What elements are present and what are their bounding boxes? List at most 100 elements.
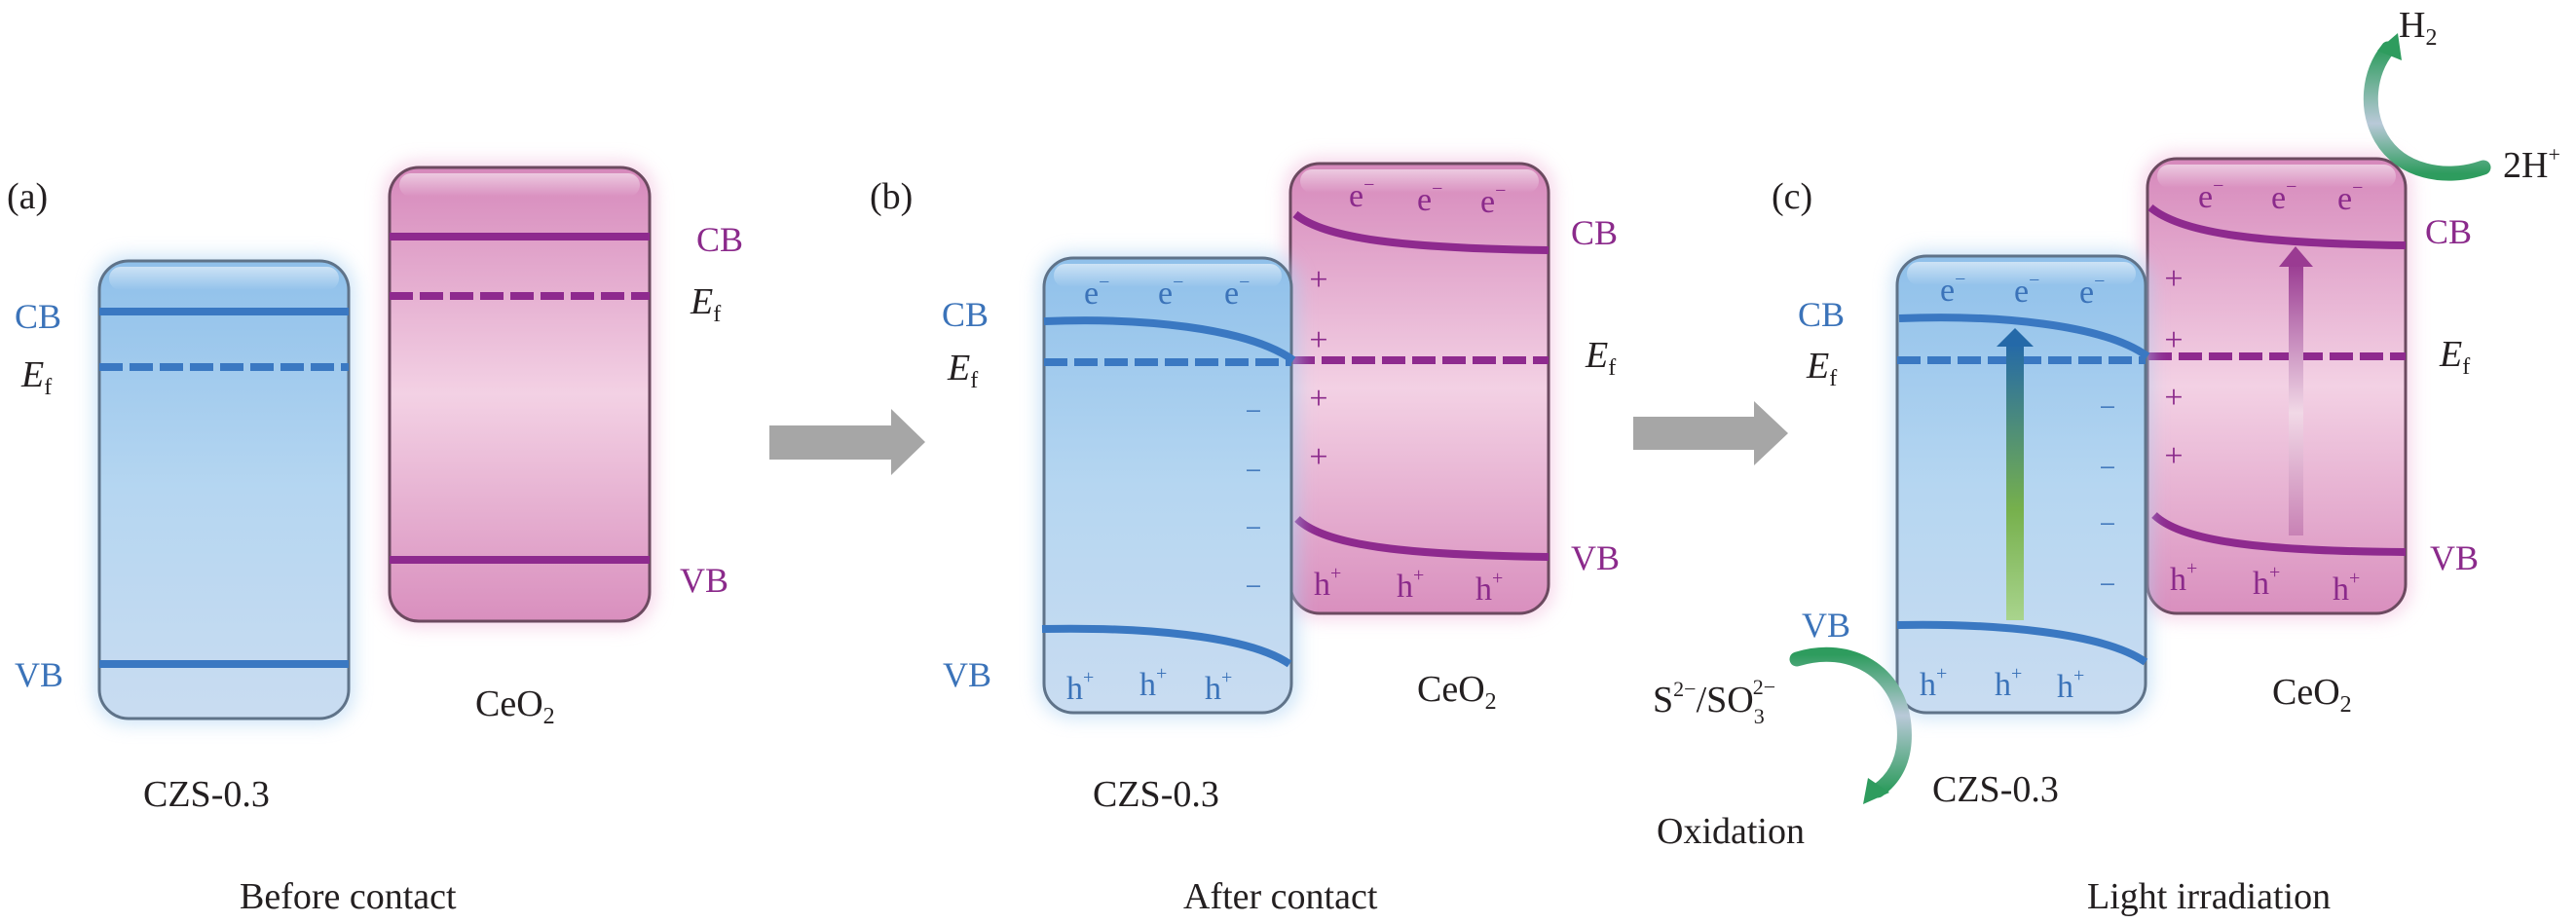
hole: h+ — [1920, 663, 1947, 703]
positive-charge: + — [2164, 438, 2183, 474]
hole: h+ — [1995, 663, 2022, 703]
hole: h+ — [1205, 667, 1232, 707]
czs-vb-label: VB — [1802, 606, 1850, 645]
panel-b: (b) e− e− e− h+ h+ h+ — [870, 158, 1620, 917]
ceo2-vb-curve — [1294, 516, 1549, 561]
hole: h+ — [2170, 558, 2197, 598]
czs-name: CZS-0.3 — [1932, 769, 2059, 810]
negative-charge: − — [2100, 569, 2116, 601]
electron: e− — [2079, 271, 2105, 311]
product-h2: H2 — [2399, 5, 2437, 51]
electron: e− — [1224, 272, 1250, 312]
electron: e− — [2337, 177, 2363, 217]
hole: h+ — [1397, 565, 1424, 605]
hole: h+ — [1314, 563, 1341, 603]
ceo2-box — [2142, 153, 2411, 619]
czs-fermi-label: Ef — [947, 348, 978, 393]
electron: e− — [1349, 174, 1374, 214]
czs-cb-label: CB — [1798, 295, 1845, 334]
reduction-reaction: H2 2H+ — [2363, 5, 2560, 186]
positive-charge: + — [2164, 322, 2183, 358]
negative-charge: − — [1246, 455, 1262, 487]
czs-box — [93, 255, 355, 724]
czs-vb-curve — [1041, 624, 1292, 668]
ceo2-fermi-label: Ef — [690, 281, 721, 327]
czs-electrons: e− e− e− — [1940, 269, 2105, 311]
electron: e− — [2014, 270, 2039, 310]
electron: e− — [2271, 176, 2296, 216]
czs-cb-label: CB — [15, 297, 61, 336]
czs-holes: h+ h+ h+ — [1066, 663, 1232, 707]
czs-name: CZS-0.3 — [143, 774, 270, 815]
czs-cb-label: CB — [942, 295, 989, 334]
panel-label: (a) — [7, 176, 48, 217]
ceo2-cb-label: CB — [2425, 212, 2472, 251]
czs-fermi-label: Ef — [20, 354, 52, 400]
curved-arrow-icon — [1789, 646, 1912, 798]
czs-box — [1891, 250, 2151, 719]
right-arrow-icon — [1633, 401, 1788, 465]
ceo2-box — [1285, 158, 1554, 619]
czs-interface-charges: − − − − — [2100, 391, 2116, 601]
czs-name: CZS-0.3 — [1093, 774, 1219, 815]
czs-holes: h+ h+ h+ — [1920, 663, 2084, 705]
ceo2-cb-curve — [1292, 210, 1549, 254]
ceo2-cb-curve — [2147, 203, 2407, 249]
czs-electrons: e− e− e− — [1084, 272, 1250, 312]
czs-fermi-label: Ef — [1806, 346, 1837, 391]
panel-a: (a) CB Ef VB CZS-0.3 CB Ef VB CeO2 Befor… — [7, 162, 743, 917]
ceo2-interface-charges: + + + + — [2164, 261, 2183, 474]
up-arrow-icon — [1997, 328, 2034, 620]
electron: e− — [1417, 178, 1442, 218]
oxidation-label: Oxidation — [1657, 811, 1805, 852]
ceo2-vb-label: VB — [680, 561, 728, 600]
ceo2-electrons: e− e− e− — [2198, 175, 2363, 217]
czs-vb-label: VB — [15, 655, 63, 694]
arrowhead-icon — [2377, 33, 2402, 60]
electron: e− — [1158, 272, 1183, 312]
hole: h+ — [2253, 562, 2280, 602]
hole: h+ — [1475, 568, 1503, 608]
positive-charge: + — [1309, 381, 1327, 417]
czs-box — [1038, 252, 1299, 719]
negative-charge: − — [2100, 508, 2116, 540]
ceo2-name: CeO2 — [475, 683, 555, 729]
ceo2-holes: h+ h+ h+ — [1314, 563, 1503, 608]
reactant-2h-plus: 2H+ — [2503, 142, 2560, 186]
positive-charge: + — [1309, 322, 1327, 358]
ceo2-fermi-label: Ef — [2439, 334, 2470, 380]
czs-cb-curve — [1043, 316, 1296, 364]
sacrificial-agent: S2−/SO32− — [1653, 675, 1775, 728]
czs-vb-curve — [1896, 620, 2148, 666]
up-arrow-icon — [2279, 246, 2313, 535]
panel-c: (c) — [1653, 5, 2560, 917]
ceo2-name: CeO2 — [2272, 672, 2352, 718]
oxidation-reaction: S2−/SO32− Oxidation — [1653, 646, 1912, 852]
hole: h+ — [1066, 667, 1094, 707]
right-arrow-icon — [769, 409, 925, 475]
electron: e− — [2198, 175, 2223, 215]
ceo2-cb-label: CB — [696, 220, 743, 259]
czs-vb-label: VB — [943, 655, 991, 694]
ceo2-interface-charges: + + + + — [1309, 262, 1327, 475]
ceo2-vb-curve — [2151, 512, 2407, 556]
negative-charge: − — [2100, 391, 2116, 424]
panel-caption: After contact — [1183, 876, 1378, 917]
ceo2-electrons: e− e− e− — [1349, 174, 1506, 220]
arrowhead-icon — [1863, 778, 1889, 804]
ceo2-vb-label: VB — [1571, 538, 1620, 577]
ceo2-vb-label: VB — [2430, 538, 2479, 577]
ceo2-holes: h+ h+ h+ — [2170, 558, 2360, 608]
positive-charge: + — [2164, 261, 2183, 297]
curved-arrow-icon — [2363, 41, 2491, 181]
ceo2-name: CeO2 — [1417, 669, 1497, 715]
negative-charge: − — [1246, 571, 1262, 603]
positive-charge: + — [2164, 380, 2183, 416]
hole: h+ — [2333, 568, 2360, 608]
panel-caption: Light irradiation — [2087, 876, 2331, 917]
ceo2-box — [384, 162, 655, 627]
electron: e− — [1084, 272, 1109, 312]
negative-charge: − — [2100, 452, 2116, 484]
ceo2-cb-label: CB — [1571, 213, 1618, 252]
